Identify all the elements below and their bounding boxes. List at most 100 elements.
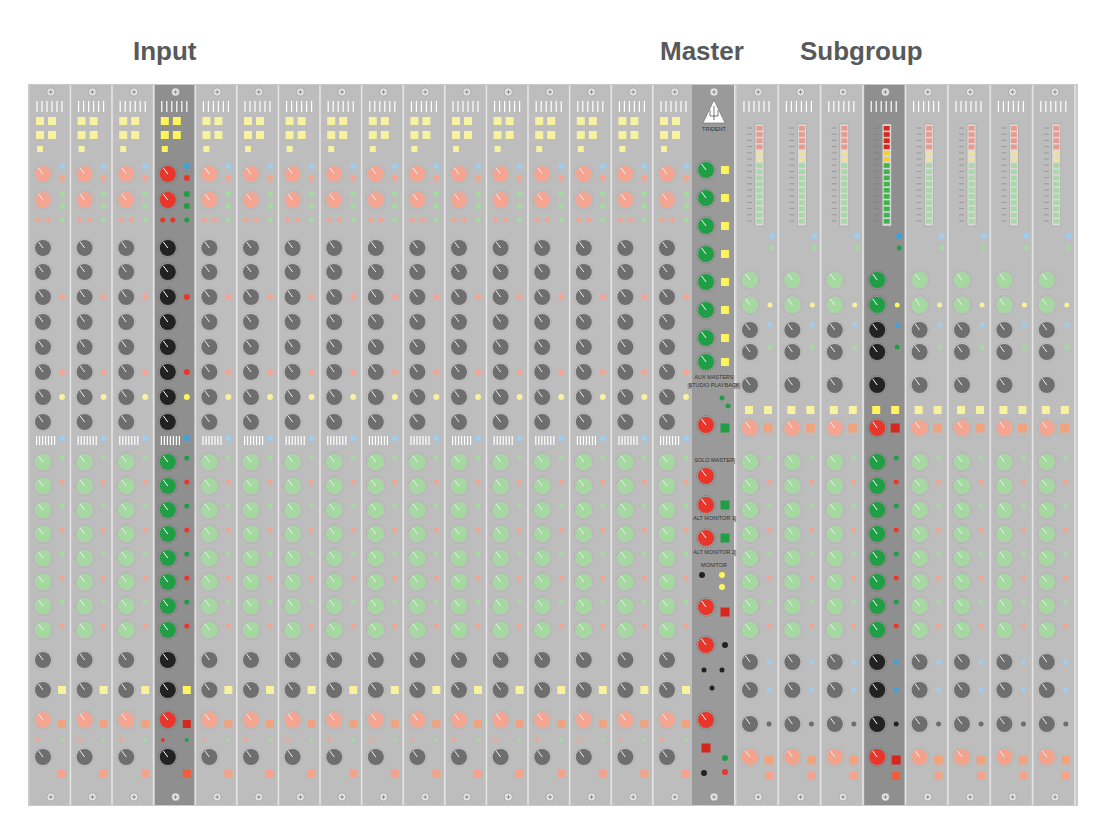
- knob: [285, 364, 301, 380]
- knob-scale: [242, 388, 261, 407]
- vent-line: [595, 436, 596, 445]
- knob-pointer: [702, 356, 706, 362]
- knob-pointer: [663, 416, 667, 422]
- knob-pointer: [122, 684, 126, 690]
- channel-strip: [155, 85, 196, 805]
- knob: [409, 622, 425, 638]
- knob: [243, 598, 259, 614]
- vent-line: [120, 101, 121, 112]
- vent-line: [541, 436, 542, 445]
- led: [46, 218, 51, 223]
- vent-line: [208, 436, 209, 445]
- button: [640, 720, 648, 728]
- vent-line: [503, 436, 504, 445]
- led: [476, 738, 480, 742]
- vent-line: [580, 436, 581, 445]
- knob-pointer: [122, 600, 126, 606]
- led: [129, 218, 134, 223]
- knob-scale: [697, 711, 716, 730]
- knob-scale: [658, 501, 677, 520]
- button: [506, 117, 514, 125]
- led: [420, 218, 425, 223]
- vent-line: [477, 101, 478, 112]
- vent-line: [145, 101, 146, 112]
- knob-scale: [366, 165, 385, 184]
- led: [267, 203, 273, 209]
- knob-scale: [325, 477, 344, 496]
- screw-slot: [215, 90, 219, 94]
- knob-scale: [325, 263, 344, 282]
- knob-scale: [158, 501, 177, 520]
- led: [770, 246, 775, 251]
- vent-line: [411, 101, 412, 112]
- led: [225, 203, 231, 209]
- knob-scale: [491, 748, 510, 767]
- led: [309, 163, 315, 169]
- vent-line: [336, 436, 337, 445]
- vent-line: [410, 436, 411, 445]
- knob: [77, 264, 93, 280]
- knob-pointer: [455, 504, 459, 510]
- button: [78, 131, 86, 139]
- knob: [118, 289, 134, 305]
- vent-line: [419, 436, 420, 445]
- led: [184, 456, 189, 461]
- led: [101, 203, 107, 209]
- knob: [285, 192, 301, 208]
- knob-pointer: [288, 714, 292, 720]
- screw-slot: [590, 795, 594, 799]
- knob: [326, 526, 342, 542]
- knob: [35, 622, 51, 638]
- knob: [326, 339, 342, 355]
- vent-line: [494, 436, 495, 445]
- knob-scale: [616, 549, 635, 568]
- led: [618, 218, 623, 223]
- knob-scale: [450, 263, 469, 282]
- knob-scale: [450, 239, 469, 258]
- led: [60, 738, 64, 742]
- knob-pointer: [122, 456, 126, 462]
- knob-pointer: [80, 714, 84, 720]
- meter-tick: [747, 190, 752, 191]
- knob-pointer: [621, 194, 625, 200]
- knob: [35, 240, 51, 256]
- vent-line: [550, 436, 551, 445]
- channel-strip: [737, 85, 779, 805]
- knob: [534, 314, 550, 330]
- led: [309, 191, 315, 197]
- knob-pointer: [247, 341, 251, 347]
- button: [58, 770, 66, 778]
- knob: [201, 339, 217, 355]
- knob-pointer: [163, 316, 167, 322]
- knob: [243, 682, 259, 698]
- knob-scale: [366, 711, 385, 730]
- knob: [368, 550, 384, 566]
- knob-pointer: [163, 168, 167, 174]
- knob: [326, 502, 342, 518]
- knob: [326, 652, 342, 668]
- led: [600, 191, 606, 197]
- knob-pointer: [496, 552, 500, 558]
- led: [309, 624, 314, 629]
- vent-line: [644, 101, 645, 112]
- led: [226, 552, 231, 557]
- screw-slot: [631, 795, 635, 799]
- knob-scale: [200, 388, 219, 407]
- knob-pointer: [371, 416, 375, 422]
- knob-pointer: [330, 366, 334, 372]
- knob-scale: [325, 597, 344, 616]
- knob-scale: [366, 288, 385, 307]
- led: [628, 218, 633, 223]
- knob-pointer: [496, 194, 500, 200]
- vent-line: [509, 436, 510, 445]
- meter-segment: [757, 219, 763, 224]
- button: [745, 406, 753, 414]
- led: [683, 294, 689, 300]
- knob: [368, 502, 384, 518]
- knob: [698, 712, 714, 728]
- vent-line: [171, 101, 172, 112]
- knob-scale: [658, 711, 677, 730]
- knob-scale: [574, 681, 593, 700]
- knob: [35, 314, 51, 330]
- knob: [326, 289, 342, 305]
